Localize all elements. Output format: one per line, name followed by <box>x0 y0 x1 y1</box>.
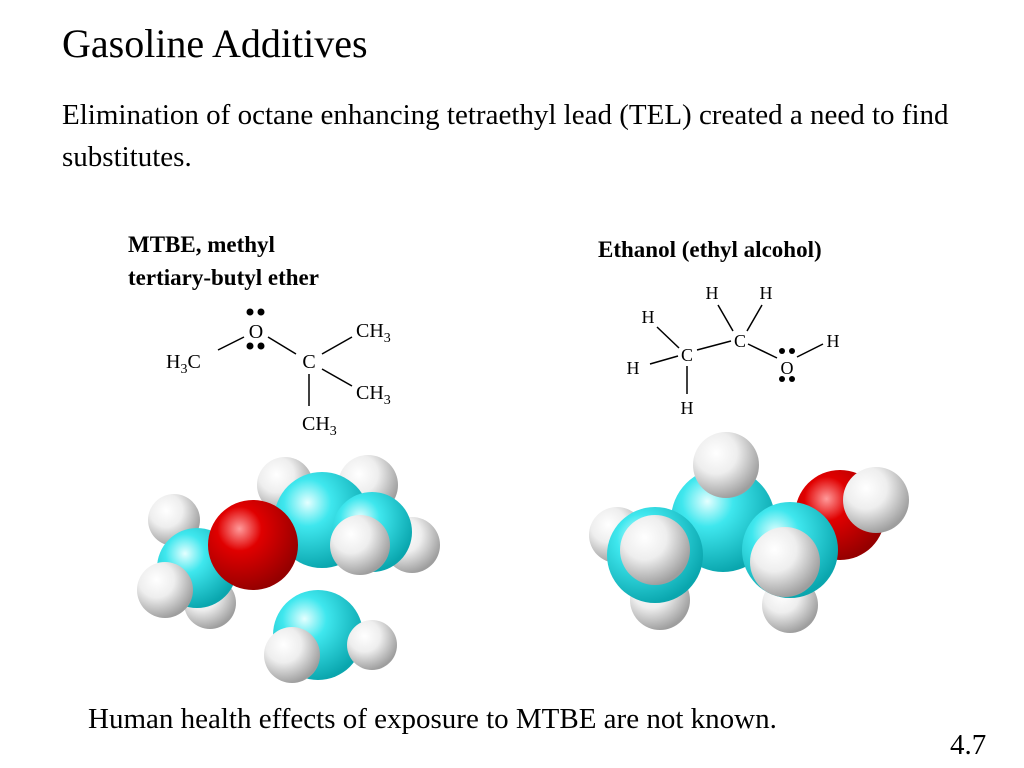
mtbe-h3c-group: H3C <box>166 351 201 377</box>
ethanol-h-hydroxyl: H <box>827 331 840 351</box>
mtbe-label-line2: tertiary-butyl ether <box>128 265 319 290</box>
slide-title: Gasoline Additives <box>62 21 368 66</box>
mtbe-ch3-bottom: CH3 <box>302 413 337 439</box>
slide-number: 4.7 <box>950 729 987 761</box>
footer-note: Human health effects of exposure to MTBE… <box>88 703 777 735</box>
mtbe-structural-formula: O C H3C CH3 CH3 CH3 <box>166 308 391 439</box>
ethanol-h-left: H <box>627 358 640 378</box>
intro-text: Elimination of octane enhancing tetraeth… <box>62 99 949 173</box>
mtbe-label-line1: MTBE, methyl <box>128 232 275 257</box>
ethanol-space-filling-model <box>589 432 909 633</box>
mtbe-space-filling-model <box>137 455 440 683</box>
ethanol-h-top-2: H <box>760 283 773 303</box>
mtbe-ch3-top: CH3 <box>356 320 391 346</box>
ethanol-h-bottom: H <box>681 398 694 418</box>
ethanol-oxygen-atom: O <box>781 358 794 378</box>
ethanol-h-top-1: H <box>706 283 719 303</box>
ethanol-carbon-1: C <box>681 345 693 365</box>
mtbe-central-carbon: C <box>302 351 315 373</box>
mtbe-oxygen-atom: O <box>249 321 263 343</box>
mtbe-ch3-right: CH3 <box>356 382 391 408</box>
ethanol-h-upper-left: H <box>642 307 655 327</box>
ethanol-structural-formula: C C O H H H H H H <box>627 283 840 418</box>
mtbe-label: MTBE, methyl tertiary-butyl ether <box>128 228 388 294</box>
ethanol-oxygen-lone-pairs <box>779 348 795 382</box>
ethanol-label: Ethanol (ethyl alcohol) <box>598 237 822 262</box>
ethanol-carbon-2: C <box>734 331 746 351</box>
mtbe-oxygen-lone-pairs <box>246 308 265 350</box>
